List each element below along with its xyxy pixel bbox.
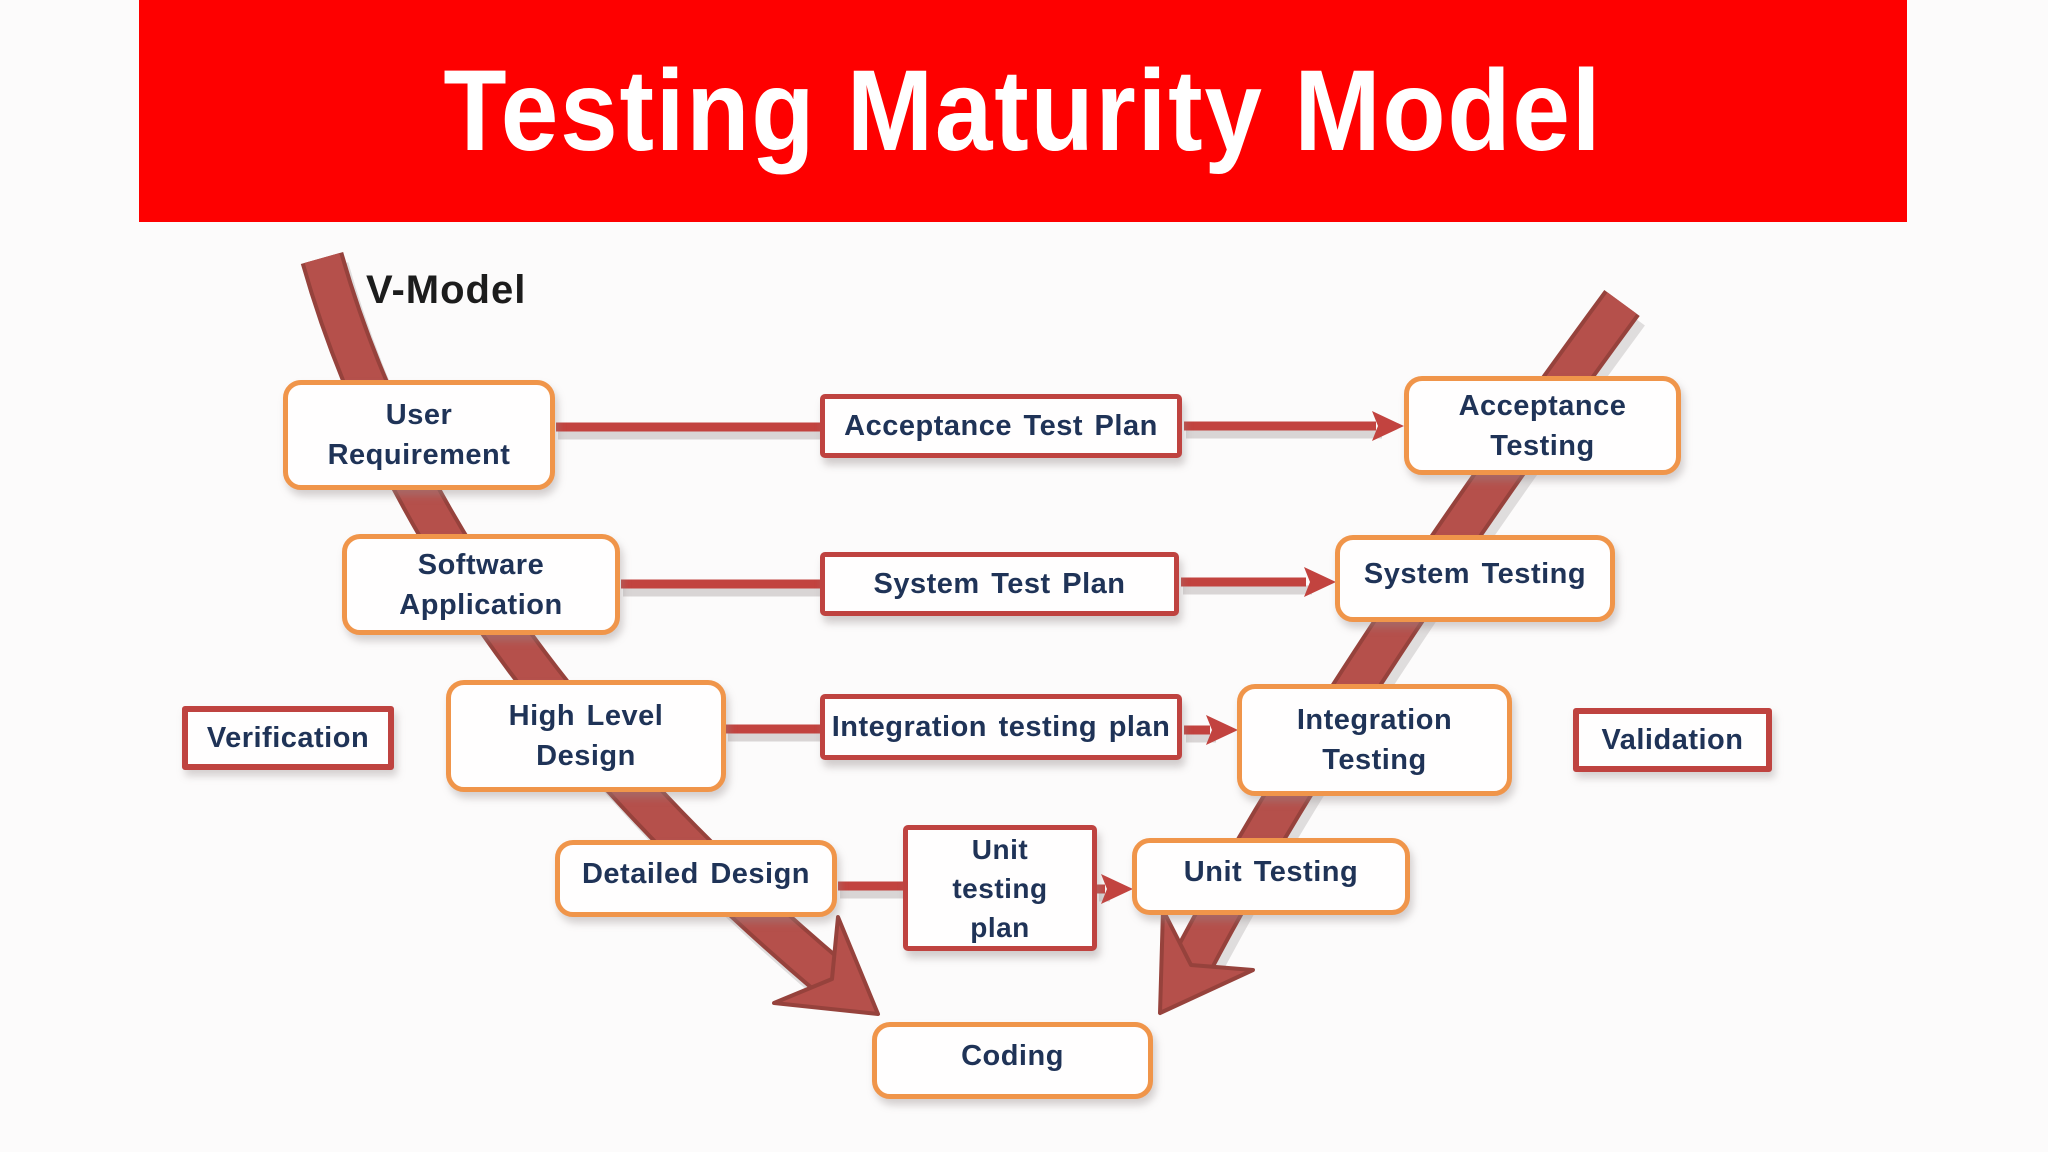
arrowhead-icon xyxy=(1206,715,1238,745)
node-label-line: Verification xyxy=(206,722,370,754)
node-label-line: Acceptance xyxy=(1458,389,1627,422)
node-system-testing: System Testing xyxy=(1335,535,1615,622)
node-label-line: Validation xyxy=(1601,724,1744,756)
node-label-line: System Testing xyxy=(1363,557,1587,590)
node-label-line: Application xyxy=(399,588,563,621)
node-acceptance-testing: Acceptance Testing xyxy=(1404,376,1681,475)
node-verification: Verification xyxy=(182,706,394,770)
node-validation: Validation xyxy=(1573,708,1772,772)
horizontal-connectors xyxy=(556,411,1404,904)
node-label-line: Coding xyxy=(961,1039,1064,1072)
node-label-line: plan xyxy=(970,911,1030,943)
node-label-line: User xyxy=(385,399,453,431)
node-unit-testing-plan: Unit testing plan xyxy=(903,825,1097,951)
node-label-line: testing xyxy=(952,872,1048,904)
node-acceptance-test-plan: Acceptance Test Plan xyxy=(820,394,1182,458)
page-title: Testing Maturity Model xyxy=(443,47,1603,175)
node-unit-testing: Unit Testing xyxy=(1132,838,1410,915)
arrowhead-icon xyxy=(1304,567,1336,597)
node-integration-testing-plan: Integration testing plan xyxy=(820,694,1182,760)
node-label-line: Detailed Design xyxy=(581,857,811,890)
node-coding: Coding xyxy=(872,1022,1153,1099)
node-label-line: Unit xyxy=(971,833,1029,865)
node-label-line: Testing xyxy=(1322,744,1427,776)
right-band-arrowhead-icon xyxy=(1158,908,1255,1015)
node-user-requirement: User Requirement xyxy=(283,380,555,490)
node-label-line: Integration xyxy=(1296,704,1453,736)
node-label-line: Unit Testing xyxy=(1183,855,1359,888)
node-label-line: Requirement xyxy=(327,439,511,471)
node-system-test-plan: System Test Plan xyxy=(820,552,1179,616)
node-detailed-design: Detailed Design xyxy=(555,840,837,917)
node-label-line: Design xyxy=(536,740,636,772)
node-label-line: Software xyxy=(417,548,545,581)
node-label-line: System Test Plan xyxy=(873,568,1126,600)
connector-shadows xyxy=(558,429,1382,902)
left-band-arrowhead-icon xyxy=(772,915,880,1016)
node-integration-testing: Integration Testing xyxy=(1237,684,1512,796)
node-label-line: Testing xyxy=(1490,429,1595,462)
node-label-line: Integration testing plan xyxy=(831,711,1171,743)
node-label-line: Acceptance Test Plan xyxy=(844,410,1158,442)
node-label-line: High Level xyxy=(508,700,664,732)
arrowhead-icon xyxy=(1101,874,1133,904)
arrowhead-icon xyxy=(1372,411,1404,441)
v-model-label: V-Model xyxy=(366,268,527,312)
node-software-application: Software Application xyxy=(342,534,620,635)
node-high-level-design: High Level Design xyxy=(446,680,726,792)
title-banner: Testing Maturity Model xyxy=(139,0,1907,222)
